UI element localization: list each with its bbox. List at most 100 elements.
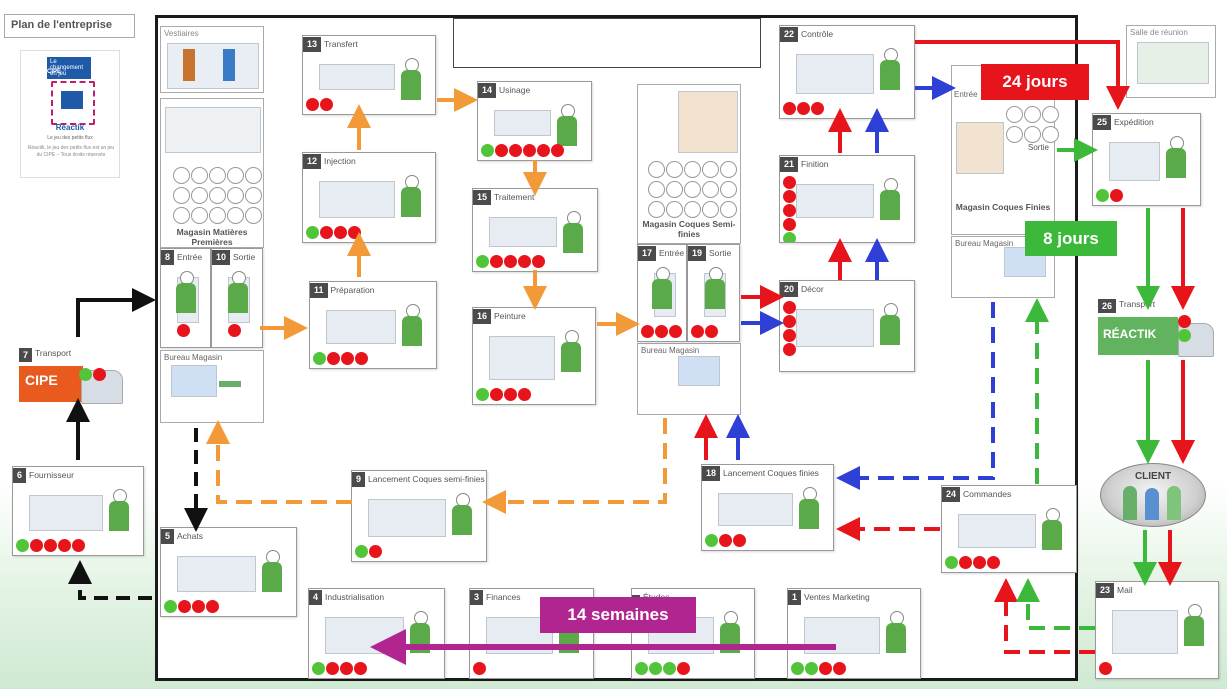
station-label: Contrôle xyxy=(801,29,834,39)
red-token xyxy=(833,662,846,675)
vestiaires-area: Vestiaires xyxy=(160,26,264,93)
lead-time-24-jours-badge: 24 jours xyxy=(981,64,1089,100)
station-number: 9 xyxy=(352,471,366,487)
person-icon xyxy=(880,178,900,222)
station-label: Entrée xyxy=(177,252,203,262)
station-label: Ventes Marketing xyxy=(804,592,870,602)
station-label: Décor xyxy=(801,284,824,294)
red-token xyxy=(819,662,832,675)
station-number: 8 xyxy=(161,249,175,265)
truck-cipe-label: CIPE xyxy=(25,372,58,388)
magasin-sf-label: Magasin Coques Semi-finies xyxy=(642,219,736,239)
red-token xyxy=(733,534,746,547)
station-illustration xyxy=(794,176,906,222)
magasin-matieres-premieres: Magasin Matières Premières xyxy=(160,98,264,248)
station-label: Mail xyxy=(1117,585,1133,595)
green-token xyxy=(164,600,177,613)
vestiaires-label: Vestiaires xyxy=(164,29,199,38)
green-token xyxy=(306,226,319,239)
red-token xyxy=(811,102,824,115)
red-token xyxy=(959,556,972,569)
red-token xyxy=(691,325,704,338)
red-token xyxy=(551,144,564,157)
station-label: Injection xyxy=(324,156,356,166)
station-illustration xyxy=(492,102,583,146)
green-token xyxy=(476,255,489,268)
red-token xyxy=(677,662,690,675)
station-illustration xyxy=(175,548,288,596)
person-icon xyxy=(720,611,740,655)
salle-de-reunion: Salle de réunion xyxy=(1126,25,1216,98)
green-token xyxy=(313,352,326,365)
station-illustration xyxy=(1110,602,1210,658)
green-token xyxy=(805,662,818,675)
lead-time-24-jours-text: 24 jours xyxy=(1002,72,1068,91)
red-token xyxy=(783,343,796,356)
station-label: Usinage xyxy=(499,85,531,95)
station-number: 24 xyxy=(942,486,961,502)
bureau-magasin-2-label: Bureau Magasin xyxy=(641,346,700,355)
red-token xyxy=(341,352,354,365)
red-token xyxy=(320,98,333,111)
station-label: Commandes xyxy=(963,489,1012,499)
station-illustration xyxy=(323,609,436,658)
red-token xyxy=(783,315,796,328)
stock-slots xyxy=(1006,106,1059,143)
station-illustration xyxy=(652,265,678,321)
red-token xyxy=(490,255,503,268)
red-token xyxy=(987,556,1000,569)
station-illustration xyxy=(956,506,1068,552)
station-label: Peinture xyxy=(494,311,526,321)
bureau-magasin-1-label: Bureau Magasin xyxy=(164,353,223,362)
person-icon xyxy=(1166,136,1186,180)
red-token xyxy=(783,204,796,217)
red-token xyxy=(355,352,368,365)
stock-markers xyxy=(306,98,333,111)
person-icon xyxy=(563,211,583,255)
station-illustration xyxy=(27,487,135,535)
station-number: 18 xyxy=(702,465,721,481)
lead-time-14-semaines-text: 14 semaines xyxy=(567,605,669,624)
station-number: 13 xyxy=(303,36,322,52)
blank-title-box xyxy=(453,18,761,68)
stock-markers xyxy=(355,545,382,558)
logo-footer: Réactik, le jeu des petits flux est un j… xyxy=(27,145,115,158)
red-token xyxy=(504,255,517,268)
person-icon xyxy=(262,550,282,594)
red-token xyxy=(783,190,796,203)
station-label: Traitement xyxy=(494,192,535,202)
green-token xyxy=(649,662,662,675)
lead-time-14-semaines-badge: 14 semaines xyxy=(540,597,696,633)
stock-markers xyxy=(1178,315,1191,342)
red-token xyxy=(655,325,668,338)
red-token xyxy=(518,255,531,268)
client-node: CLIENT xyxy=(1100,463,1206,527)
stock-markers xyxy=(783,301,796,356)
person-icon xyxy=(1042,508,1062,552)
station-number: 19 xyxy=(688,245,707,261)
person-icon xyxy=(452,493,472,537)
person-icon xyxy=(880,303,900,347)
green-token xyxy=(79,368,92,381)
red-token xyxy=(44,539,57,552)
station-illustration xyxy=(702,265,731,321)
logo-title: Réactik xyxy=(55,123,85,132)
logo-subtitle: Le jeu des petits flux xyxy=(47,135,93,141)
lead-time-8-jours-text: 8 jours xyxy=(1043,228,1099,248)
green-token xyxy=(635,662,648,675)
red-token xyxy=(306,98,319,111)
station-label: Transport xyxy=(1119,299,1156,309)
station-illustration xyxy=(226,269,254,327)
